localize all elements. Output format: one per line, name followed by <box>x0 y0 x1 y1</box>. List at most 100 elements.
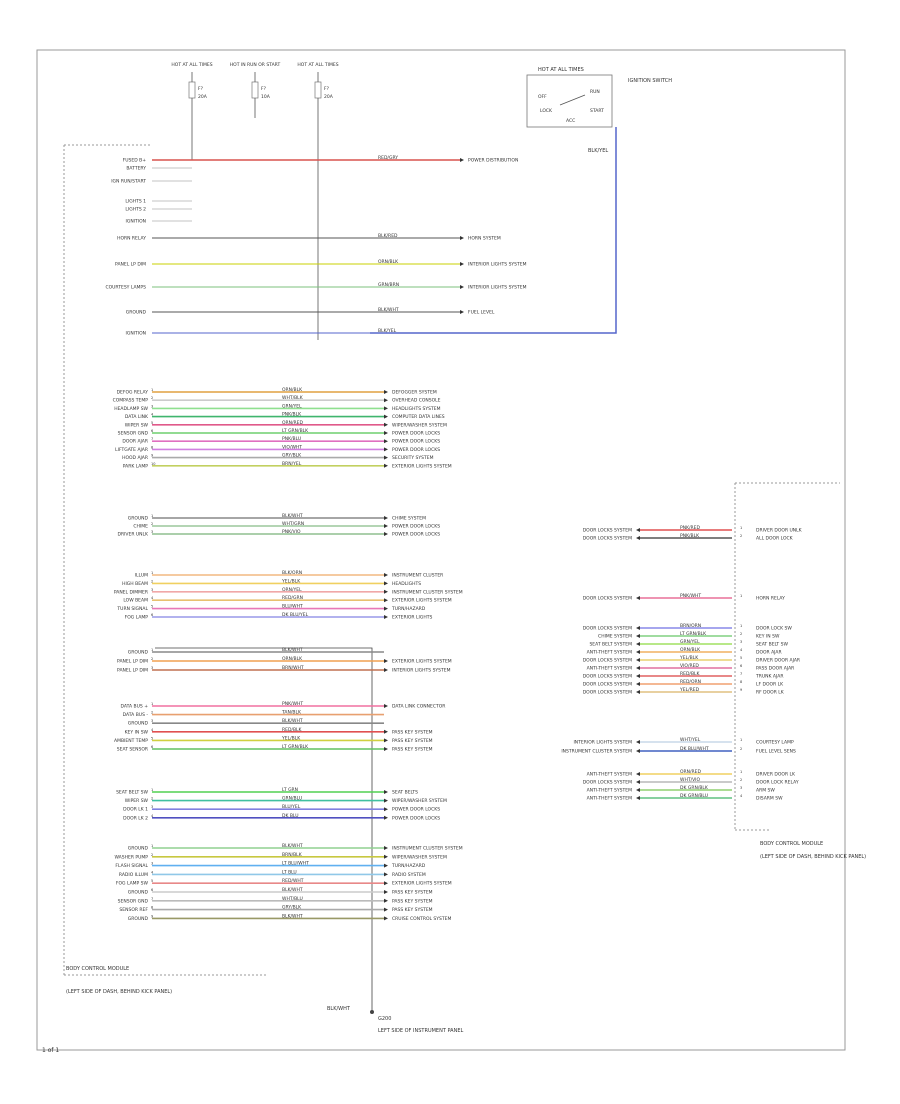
destination-label: DOOR LOCKS SYSTEM <box>583 596 632 602</box>
connector-arrow <box>384 798 388 803</box>
wire-color-label: PNK/BLU <box>282 436 301 442</box>
destination-label: INTERIOR LIGHTS SYSTEM <box>573 740 632 746</box>
pin-number: 5 <box>151 879 153 883</box>
connector-arrow <box>460 262 464 266</box>
pin-label: DRIVER DOOR AJAR <box>756 658 800 664</box>
fuse-symbol <box>314 81 322 99</box>
pin-label: PANEL DIMMER <box>114 589 148 595</box>
pin-number: 8 <box>151 445 153 449</box>
pin-label: PASS DOOR AJAR <box>756 666 794 672</box>
pin-label: FOG LAMP SW <box>116 881 149 887</box>
connector-arrow <box>384 573 388 577</box>
connector-arrow <box>636 690 640 694</box>
fuse-amps: 20A <box>324 94 334 100</box>
pin-label: GROUND <box>128 721 149 727</box>
destination-label: POWER DOOR LOCKS <box>392 807 440 813</box>
pin-label: DRIVER UNLK <box>117 532 149 538</box>
destination-label: ANTI-THEFT SYSTEM <box>587 796 632 802</box>
wire-color-label: LT GRN/BLK <box>282 744 309 750</box>
wire-color-label: WHT/YEL <box>680 737 701 743</box>
bcm-left-location: (LEFT SIDE OF DASH, BEHIND KICK PANEL) <box>66 989 172 995</box>
destination-label: PASS KEY SYSTEM <box>392 898 433 904</box>
wire-color-label: BLK/RED <box>378 233 398 239</box>
fuse-symbol <box>251 81 259 99</box>
destination-label: CHIME SYSTEM <box>392 516 426 522</box>
wire-color-label: ORN/YEL <box>282 587 302 593</box>
connector-arrow <box>384 916 388 921</box>
wire-color-label: LT GRN/BLK <box>680 631 707 637</box>
pin-number: 2 <box>151 797 153 801</box>
pin-label: DRIVER DOOR LK <box>756 772 796 778</box>
wire-color-label: LT GRN/BLK <box>282 428 309 434</box>
pin-number: 3 <box>740 786 742 790</box>
pin-number: 6 <box>151 613 153 617</box>
connector-arrow <box>384 872 388 877</box>
wire-color-label: PNK/WHT <box>282 701 303 707</box>
bcm-right-location: (LEFT SIDE OF DASH, BEHIND KICK PANEL) <box>760 854 866 860</box>
ignition-position-label: OFF <box>538 94 547 100</box>
pin-label: GROUND <box>128 846 149 852</box>
connector-arrow <box>384 881 388 886</box>
pin-number: 1 <box>151 388 153 392</box>
pin-number: 2 <box>151 522 153 526</box>
destination-label: EXTERIOR LIGHTS SYSTEM <box>392 463 452 469</box>
pin-number: 9 <box>151 454 153 458</box>
pin-label: LIFTGATE AJAR <box>115 447 148 453</box>
pin-label: SENSOR GND <box>118 431 149 437</box>
pin-label: PANEL LP DIM <box>117 668 148 674</box>
destination-label: HEADLIGHTS <box>392 581 421 587</box>
pin-label: LF DOOR LK <box>756 682 784 688</box>
destination-label: EXTERIOR LIGHTS <box>392 615 432 621</box>
pin-label: DRIVER DOOR UNLK <box>756 528 803 534</box>
pin-number: 3 <box>151 862 153 866</box>
destination-label: FUEL LEVEL <box>468 310 495 316</box>
pin-number: 4 <box>151 596 154 600</box>
pin-label: TRUNK AJAR <box>755 674 783 680</box>
connector-arrow <box>384 615 388 619</box>
destination-label: SEAT BELT SYSTEM <box>589 642 632 648</box>
pin-label: PANEL LP DIM <box>117 659 148 665</box>
destination-label: PASS KEY SYSTEM <box>392 738 433 744</box>
pin-number: 2 <box>740 534 742 538</box>
ignition-position-label: ACC <box>566 118 575 124</box>
connector-arrow <box>384 790 388 794</box>
wire-color-label: GRN/BLU <box>282 796 302 802</box>
wire-color-label: BRN/BLK <box>282 852 303 858</box>
pin-number: 3 <box>151 530 153 534</box>
destination-label: PASS KEY SYSTEM <box>392 890 433 896</box>
pin-label: DOOR AJAR <box>756 650 782 656</box>
pin-label: HORN RELAY <box>756 596 785 602</box>
connector-arrow <box>384 447 388 452</box>
connector-arrow <box>384 398 388 403</box>
wire-color-label: BRN/ORN <box>680 623 701 629</box>
pin-number: 2 <box>151 657 153 661</box>
bcm-left-outline <box>63 144 268 976</box>
connector-arrow <box>636 772 640 776</box>
connector-arrow <box>384 598 388 603</box>
pin-number: 4 <box>151 870 154 874</box>
wire-color-label: DK GRN/BLU <box>680 793 708 799</box>
connector-arrow <box>384 524 388 528</box>
destination-label: DOOR LOCKS SYSTEM <box>583 682 632 688</box>
pin-label: DATA BUS + <box>121 704 149 710</box>
wire-color-label: YEL/BLK <box>679 655 699 661</box>
destination-label: EXTERIOR LIGHTS SYSTEM <box>392 881 452 887</box>
destination-label: INTERIOR LIGHTS SYSTEM <box>392 668 451 674</box>
pin-number: 2 <box>740 778 742 782</box>
wire-color-label: DK BLU/YEL <box>282 612 309 618</box>
pin-label: IGNITION <box>126 219 147 225</box>
pin-number: 3 <box>151 805 153 809</box>
destination-label: DEFOGGER SYSTEM <box>392 390 437 396</box>
destination-label: POWER DOOR LOCKS <box>392 815 440 821</box>
pin-label: LIGHTS 1 <box>125 199 146 205</box>
wire-color-label: PNK/RED <box>680 525 701 531</box>
connector-arrow <box>460 158 464 162</box>
wire-color-label: ORN/RED <box>282 420 304 426</box>
pin-number: 1 <box>151 844 153 848</box>
destination-label: INTERIOR LIGHTS SYSTEM <box>468 262 527 268</box>
ignition-switch-name: IGNITION SWITCH <box>628 78 672 84</box>
